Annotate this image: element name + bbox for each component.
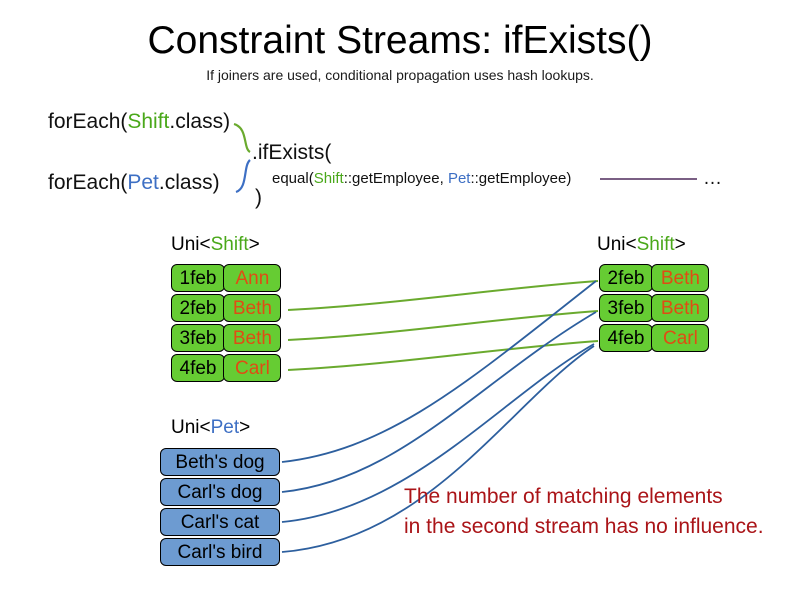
code-ifexists: .ifExists( bbox=[252, 141, 332, 164]
tuple-name: Carl bbox=[223, 354, 282, 382]
pet-label: Carl's dog bbox=[160, 478, 280, 506]
pet-label: Beth's dog bbox=[160, 448, 280, 476]
stream-label-pet-suffix: > bbox=[239, 417, 251, 438]
list-item[interactable]: Carl's bird bbox=[160, 538, 280, 566]
tuple-name: Ann bbox=[223, 264, 282, 292]
tuple-date: 2feb bbox=[171, 294, 225, 322]
wire-shift-3feb bbox=[287, 310, 599, 341]
wire-pet-carls-dog bbox=[281, 311, 597, 493]
code-foreach-shift-prefix: forEach( bbox=[48, 110, 128, 133]
table-row[interactable]: 2feb Beth bbox=[171, 294, 282, 322]
table-row[interactable]: 3feb Beth bbox=[599, 294, 710, 322]
code-equal-shift-type: Shift bbox=[313, 170, 344, 187]
list-item[interactable]: Beth's dog bbox=[160, 448, 280, 476]
tuple-name: Beth bbox=[223, 324, 282, 352]
code-foreach-pet: forEach(Pet.class) bbox=[48, 171, 220, 195]
code-foreach-pet-prefix: forEach( bbox=[48, 171, 128, 194]
stream-label-left-shift-type: Shift bbox=[210, 234, 249, 255]
tuple-date: 4feb bbox=[171, 354, 225, 382]
annotation-note: The number of matching elements in the s… bbox=[404, 482, 764, 542]
page-title: Constraint Streams: ifExists() bbox=[147, 19, 653, 62]
stream-label-right-shift-prefix: Uni< bbox=[597, 234, 637, 255]
tuple-date: 3feb bbox=[599, 294, 653, 322]
code-foreach-shift: forEach(Shift.class) bbox=[48, 110, 230, 134]
tuple-date: 4feb bbox=[599, 324, 653, 352]
pet-label: Carl's cat bbox=[160, 508, 280, 536]
stream-label-pet-type: Pet bbox=[210, 417, 240, 438]
tuple-name: Beth bbox=[223, 294, 282, 322]
brace-shift-to-ifexists bbox=[233, 122, 251, 153]
tuple-date: 1feb bbox=[171, 264, 225, 292]
code-foreach-shift-type: Shift bbox=[127, 110, 170, 133]
tuple-name: Carl bbox=[651, 324, 710, 352]
table-row[interactable]: 2feb Beth bbox=[599, 264, 710, 292]
code-foreach-pet-type: Pet bbox=[127, 171, 159, 194]
stream-label-right-shift-suffix: > bbox=[674, 234, 686, 255]
code-foreach-shift-suffix: .class) bbox=[169, 110, 231, 133]
stream-label-pet: Uni<Pet> bbox=[171, 416, 250, 439]
list-item[interactable]: Carl's dog bbox=[160, 478, 280, 506]
tuple-date: 2feb bbox=[599, 264, 653, 292]
code-close-paren: ) bbox=[255, 186, 262, 209]
stream-label-left-shift: Uni<Shift> bbox=[171, 233, 260, 256]
code-equal-joiner: equal(Shift::getEmployee, Pet::getEmploy… bbox=[272, 170, 571, 188]
brace-pet-to-ifexists bbox=[235, 159, 251, 194]
code-foreach-pet-suffix: .class) bbox=[158, 171, 220, 194]
stream-label-left-shift-suffix: > bbox=[248, 234, 260, 255]
code-equal-pet-type: Pet bbox=[447, 170, 471, 187]
wire-pet-beths-dog bbox=[281, 280, 597, 463]
stream-label-right-shift-type: Shift bbox=[636, 234, 675, 255]
code-equal-shift-method: ::getEmployee, bbox=[343, 170, 448, 187]
table-row[interactable]: 1feb Ann bbox=[171, 264, 282, 292]
stream-label-pet-prefix: Uni< bbox=[171, 417, 211, 438]
code-equal-pet-method: ::getEmployee) bbox=[470, 170, 572, 187]
annotation-line-2: in the second stream has no influence. bbox=[404, 515, 764, 538]
wire-shift-4feb bbox=[287, 340, 599, 371]
stream-label-left-shift-prefix: Uni< bbox=[171, 234, 211, 255]
table-row[interactable]: 4feb Carl bbox=[171, 354, 282, 382]
code-equal-prefix: equal( bbox=[272, 170, 314, 187]
list-item[interactable]: Carl's cat bbox=[160, 508, 280, 536]
tuple-name: Beth bbox=[651, 264, 710, 292]
annotation-line-1: The number of matching elements bbox=[404, 485, 723, 508]
pet-label: Carl's bird bbox=[160, 538, 280, 566]
table-row[interactable]: 3feb Beth bbox=[171, 324, 282, 352]
code-ellipsis: … bbox=[703, 168, 722, 189]
tuple-date: 3feb bbox=[171, 324, 225, 352]
table-row[interactable]: 4feb Carl bbox=[599, 324, 710, 352]
tuple-name: Beth bbox=[651, 294, 710, 322]
page-subtitle: If joiners are used, conditional propaga… bbox=[206, 67, 594, 83]
stream-label-right-shift: Uni<Shift> bbox=[597, 233, 686, 256]
wire-shift-2feb bbox=[287, 280, 599, 311]
